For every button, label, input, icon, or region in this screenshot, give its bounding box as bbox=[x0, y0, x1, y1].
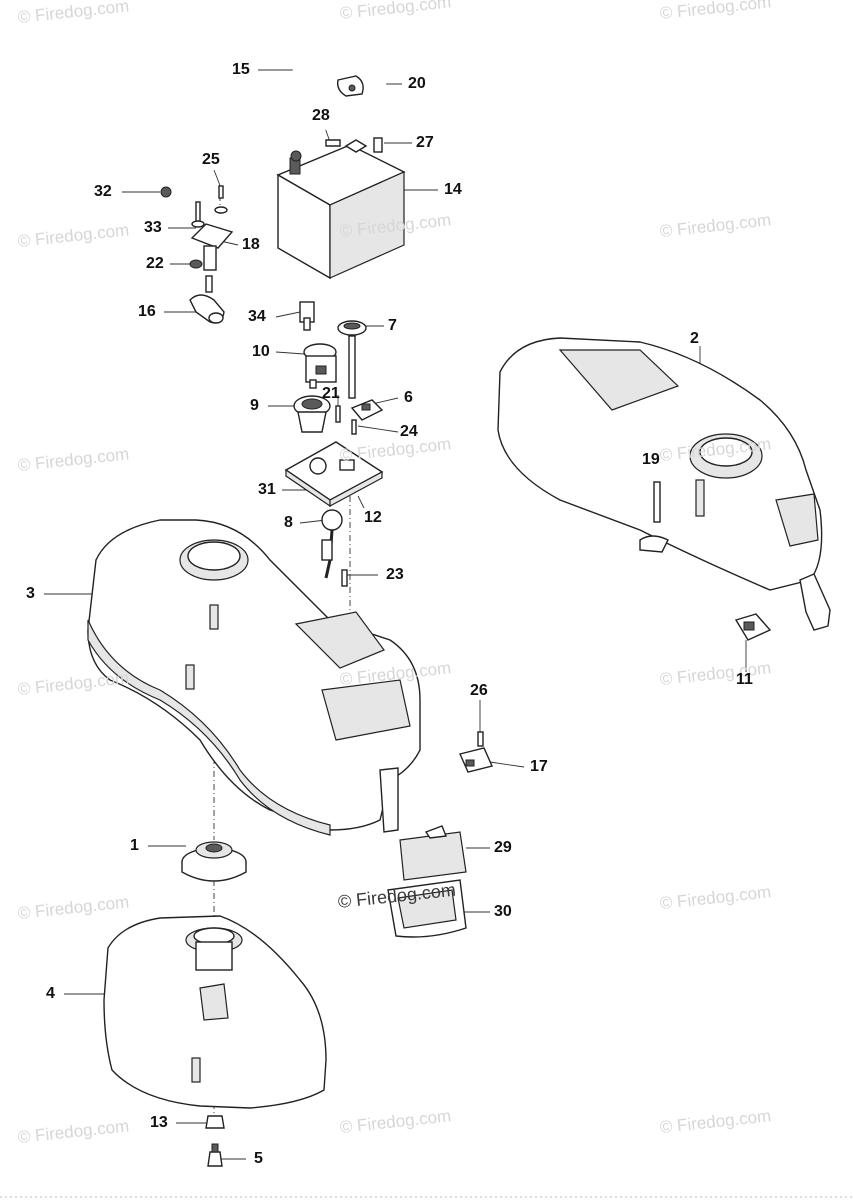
callout-20: 20 bbox=[408, 75, 426, 92]
callout-24: 24 bbox=[400, 423, 418, 440]
callout-13: 13 bbox=[150, 1114, 168, 1131]
throttle-knob-part bbox=[337, 320, 367, 399]
callout-31: 31 bbox=[258, 481, 276, 498]
choke-knob-part bbox=[321, 509, 343, 579]
callout-15: 15 bbox=[232, 61, 250, 78]
callout-33: 33 bbox=[144, 219, 162, 236]
callout-30: 30 bbox=[494, 903, 512, 920]
bolt-part-23 bbox=[341, 569, 348, 587]
ignition-switch-part bbox=[303, 343, 337, 389]
callout-25: 25 bbox=[202, 151, 220, 168]
callout-22: 22 bbox=[146, 255, 164, 272]
callout-29: 29 bbox=[494, 839, 512, 856]
callout-32: 32 bbox=[94, 183, 112, 200]
callout-28: 28 bbox=[312, 107, 330, 124]
callout-27: 27 bbox=[416, 134, 434, 151]
key-part bbox=[299, 301, 315, 331]
pto-switch-part bbox=[350, 399, 384, 421]
panel-screws bbox=[335, 405, 357, 435]
callout-19: 19 bbox=[642, 451, 660, 468]
connector-part-11 bbox=[734, 613, 772, 641]
fuel-tank-part bbox=[103, 915, 327, 1109]
callout-11: 11 bbox=[736, 671, 753, 688]
callout-18: 18 bbox=[242, 236, 260, 253]
headlight-bezel-part bbox=[387, 879, 467, 938]
callout-21: 21 bbox=[322, 385, 340, 402]
callout-12: 12 bbox=[364, 509, 382, 526]
callout-2: 2 bbox=[690, 330, 699, 347]
hour-meter-part bbox=[293, 395, 331, 433]
battery-bracket-hardware bbox=[160, 185, 234, 324]
callout-16: 16 bbox=[138, 303, 156, 320]
battery-part bbox=[276, 137, 406, 280]
callout-3: 3 bbox=[26, 585, 35, 602]
callout-5: 5 bbox=[254, 1150, 263, 1167]
headlight-lens-part bbox=[399, 825, 467, 881]
fuel-valve-part bbox=[207, 1143, 223, 1167]
callout-8: 8 bbox=[284, 514, 293, 531]
fuel-grommet-part bbox=[205, 1115, 225, 1129]
callout-26: 26 bbox=[470, 682, 488, 699]
callout-17: 17 bbox=[530, 758, 548, 775]
callout-14: 14 bbox=[444, 181, 462, 198]
callout-9: 9 bbox=[250, 397, 259, 414]
relay-part bbox=[459, 731, 493, 773]
fuel-cap-part bbox=[181, 841, 247, 882]
callout-7: 7 bbox=[388, 317, 397, 334]
callout-23: 23 bbox=[386, 566, 404, 583]
callout-6: 6 bbox=[404, 389, 413, 406]
rear-cover-part bbox=[497, 337, 831, 631]
elbow-fitting-part bbox=[336, 75, 364, 97]
callout-4: 4 bbox=[46, 985, 55, 1002]
callout-1: 1 bbox=[130, 837, 139, 854]
body-cover-part bbox=[87, 519, 421, 836]
callout-10: 10 bbox=[252, 343, 270, 360]
callout-34: 34 bbox=[248, 308, 266, 325]
control-panel-plate-part bbox=[284, 441, 384, 508]
